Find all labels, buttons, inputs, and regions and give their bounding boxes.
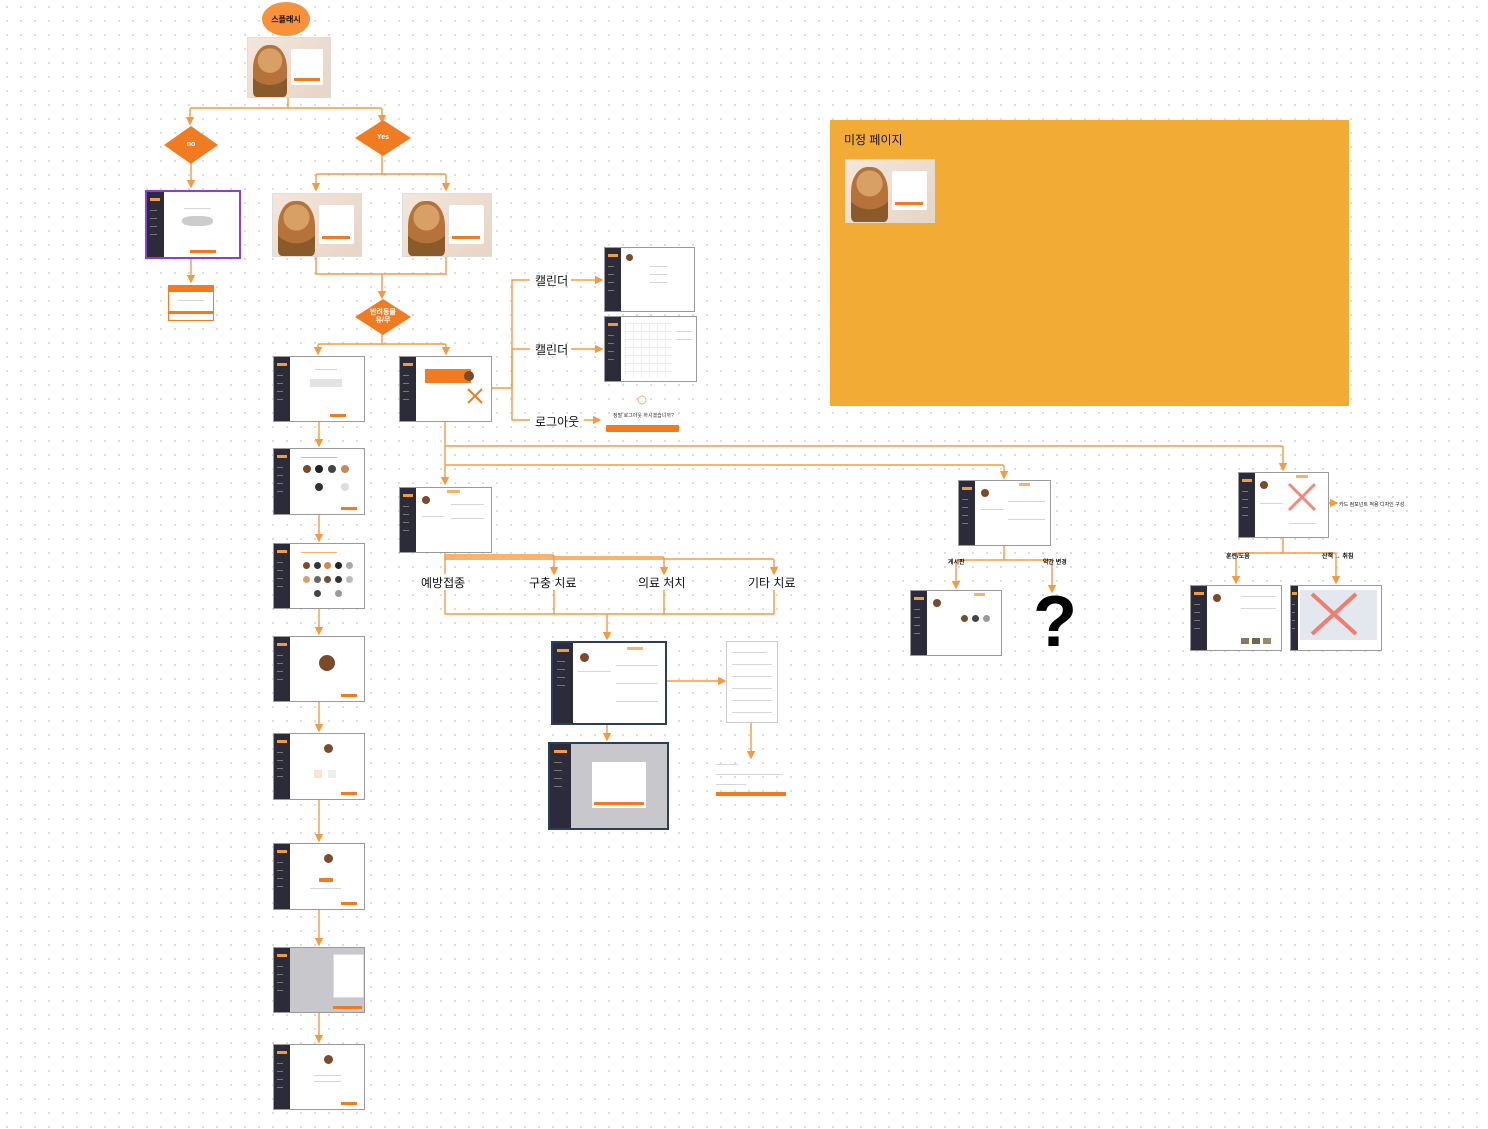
treatment-form-screen[interactable] <box>726 641 778 723</box>
no-decision-label: no <box>186 141 196 148</box>
training-branch-label: 훈련/도움 <box>1226 554 1250 560</box>
logout-icon <box>637 395 647 405</box>
undecided-question-mark: ? <box>1033 582 1077 662</box>
deworming-label: 구충 치료 <box>529 576 577 590</box>
medical-label: 의료 처치 <box>638 576 686 590</box>
community-board-screen[interactable] <box>958 480 1051 546</box>
pet-register-empty-screen[interactable] <box>273 356 365 422</box>
removed-section-x-icon <box>1287 482 1317 512</box>
vaccination-label: 예방접종 <box>421 576 466 590</box>
no-account-screen-thumbnail[interactable] <box>145 190 241 259</box>
splash-start-node[interactable]: 스플래시 <box>262 2 310 36</box>
splash-label: 스플래시 <box>271 14 301 24</box>
pet-reg-line1: 반려동물 <box>370 309 396 316</box>
pending-login-screen-thumbnail[interactable] <box>845 159 935 223</box>
pet-birthday-calendar-screen[interactable] <box>273 947 365 1013</box>
login-screen-thumbnail[interactable] <box>272 193 362 257</box>
question-branch-label: 약간 변경 <box>1043 560 1067 566</box>
pet-type-select-screen[interactable] <box>273 448 365 515</box>
yes-decision-diamond[interactable] <box>355 120 411 156</box>
treatment-detail-screen[interactable] <box>551 641 667 725</box>
pet-photo-screen[interactable] <box>273 636 365 702</box>
pet-weight-screen[interactable] <box>273 843 365 910</box>
splash-screen-thumbnail[interactable] <box>247 37 331 98</box>
board-list-screen[interactable] <box>910 590 1002 656</box>
treatment-summary-screen[interactable] <box>713 760 787 798</box>
removed-map-x-icon <box>1310 592 1358 636</box>
calendar-list-screen[interactable] <box>604 247 695 312</box>
calendar-month-screen[interactable] <box>604 316 697 382</box>
breed-select-screen[interactable] <box>273 543 365 609</box>
health-record-screen[interactable] <box>399 487 492 553</box>
posts-branch-label: 게시판 <box>948 560 965 566</box>
yes-decision-label: Yes <box>376 134 390 141</box>
pet-registration-decision-diamond[interactable] <box>355 299 411 335</box>
other-treatment-label: 기타 치료 <box>748 576 796 590</box>
pet-registration-decision-label: 반려동물 유/무 <box>355 309 411 325</box>
no-decision-diamond[interactable] <box>164 126 218 164</box>
training-list-screen[interactable] <box>1190 585 1282 651</box>
treatment-modal-screen[interactable] <box>548 742 669 830</box>
removed-card-x-icon <box>467 388 483 404</box>
calendar-label-2: 캘린더 <box>535 343 569 357</box>
pet-gender-screen[interactable] <box>273 733 365 800</box>
home-screen-thumbnail[interactable] <box>399 356 492 422</box>
pending-panel-title: 미정 페이지 <box>844 133 903 147</box>
logout-label: 로그아웃 <box>535 415 580 429</box>
pet-reg-line2: 유/무 <box>375 317 391 324</box>
training-home-screen[interactable] <box>1238 472 1329 538</box>
logout-confirm-button[interactable] <box>606 425 679 432</box>
pet-register-complete-screen[interactable] <box>273 1044 365 1110</box>
calendar-label-1: 캘린더 <box>535 274 569 288</box>
no-account-alert-thumbnail[interactable] <box>168 285 214 321</box>
walk-branch-label: 산책 → 취침 <box>1322 554 1354 560</box>
card-component-note: 카드 컴포넌트 적용 디자인 구성 <box>1339 502 1405 508</box>
signup-screen-thumbnail[interactable] <box>402 193 492 257</box>
logout-dialog-message: 정말 로그아웃 하시겠습니까? <box>613 413 674 419</box>
